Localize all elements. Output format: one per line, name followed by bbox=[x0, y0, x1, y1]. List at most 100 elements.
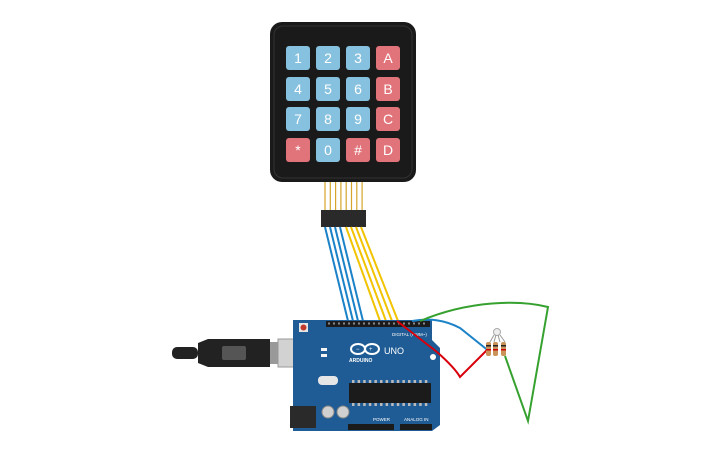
usb-plug-collar bbox=[270, 342, 278, 364]
power-header[interactable] bbox=[348, 424, 394, 430]
model-label: UNO bbox=[384, 346, 404, 356]
rgb-led[interactable] bbox=[493, 328, 501, 336]
keypad-key-face bbox=[376, 77, 400, 101]
chip-pin bbox=[419, 380, 422, 383]
chip-pin bbox=[363, 380, 366, 383]
wire-red[interactable] bbox=[396, 320, 491, 379]
header-pin bbox=[338, 322, 340, 325]
keypad-wires[interactable] bbox=[324, 226, 399, 322]
keypad-key-label: 7 bbox=[294, 111, 302, 127]
keypad-key-face bbox=[316, 77, 340, 101]
keypad-key-face bbox=[316, 138, 340, 162]
keypad-key-face bbox=[286, 107, 310, 131]
keypad-key-8[interactable]: 8 bbox=[316, 107, 340, 131]
keypad-key-label: # bbox=[354, 142, 362, 158]
keypad-key-label: 6 bbox=[354, 81, 362, 97]
usb-cable[interactable] bbox=[172, 338, 313, 368]
led-leg bbox=[497, 334, 501, 343]
chip-pin bbox=[380, 403, 383, 406]
power-label: POWER bbox=[373, 417, 391, 422]
chip-pin bbox=[352, 380, 355, 383]
chip-pin bbox=[374, 380, 377, 383]
chip-pin bbox=[368, 380, 372, 383]
keypad-key-3[interactable]: 3 bbox=[346, 46, 370, 70]
led-leg bbox=[489, 334, 495, 343]
wire-blue-keypad[interactable] bbox=[334, 226, 359, 322]
power-jack[interactable] bbox=[290, 406, 316, 428]
chip-pin bbox=[424, 403, 428, 406]
header-pin bbox=[413, 322, 415, 325]
chip-pin bbox=[396, 403, 400, 406]
chip-pin bbox=[391, 403, 394, 406]
wire-blue-keypad[interactable] bbox=[324, 226, 349, 322]
crystal bbox=[318, 376, 338, 385]
keypad-key-4[interactable]: 4 bbox=[286, 77, 310, 101]
digital-pins bbox=[328, 322, 425, 325]
keypad-key-*[interactable]: * bbox=[286, 138, 310, 162]
header-pin bbox=[403, 322, 405, 325]
keypad-key-face bbox=[286, 138, 310, 162]
resistor[interactable] bbox=[486, 342, 491, 356]
keypad-key-label: * bbox=[295, 142, 301, 158]
svg-text:+: + bbox=[369, 347, 373, 353]
resistor[interactable] bbox=[493, 342, 498, 356]
wire-yellow-keypad[interactable] bbox=[355, 226, 393, 322]
mount-hole bbox=[430, 354, 436, 360]
header-pin bbox=[368, 322, 370, 325]
resistor[interactable] bbox=[501, 342, 506, 356]
analog-label: ANALOG IN bbox=[404, 417, 429, 422]
header-pin bbox=[393, 322, 395, 325]
keypad-key-face bbox=[376, 107, 400, 131]
header-pin bbox=[388, 322, 390, 325]
keypad-key-face bbox=[376, 46, 400, 70]
keypad-key-0[interactable]: 0 bbox=[316, 138, 340, 162]
chip-pin bbox=[368, 403, 372, 406]
keypad-key-A[interactable]: A bbox=[376, 46, 400, 70]
header-pin bbox=[353, 322, 355, 325]
chip-pin bbox=[357, 380, 361, 383]
reset-button[interactable] bbox=[300, 324, 307, 331]
keypad-key-6[interactable]: 6 bbox=[346, 77, 370, 101]
arduino-uno[interactable]: DIGITAL (PWM~) − + ARDUINO UNO POWER ANA… bbox=[290, 320, 440, 431]
digital-header-label: DIGITAL (PWM~) bbox=[392, 332, 427, 337]
keypad-key-9[interactable]: 9 bbox=[346, 107, 370, 131]
chip-pin bbox=[385, 403, 389, 406]
wire-blue-keypad[interactable] bbox=[339, 226, 364, 322]
wire-blue-keypad[interactable] bbox=[329, 226, 354, 322]
keypad-key-5[interactable]: 5 bbox=[316, 77, 340, 101]
keypad-key-2[interactable]: 2 bbox=[316, 46, 340, 70]
chip-pin bbox=[363, 403, 366, 406]
keypad-key-#[interactable]: # bbox=[346, 138, 370, 162]
wire-blue[interactable] bbox=[411, 318, 491, 353]
keypad-connector[interactable] bbox=[321, 182, 366, 227]
keypad-key-1[interactable]: 1 bbox=[286, 46, 310, 70]
wire-yellow-keypad[interactable] bbox=[350, 226, 387, 322]
keypad-key-face bbox=[316, 46, 340, 70]
keypad-key-face bbox=[286, 77, 310, 101]
svg-text:−: − bbox=[356, 347, 360, 353]
keypad-key-label: 0 bbox=[324, 142, 332, 158]
chip-pin bbox=[352, 403, 355, 406]
header-pin bbox=[333, 322, 335, 325]
analog-header[interactable] bbox=[400, 424, 432, 430]
chip-pin bbox=[374, 403, 377, 406]
header-pin bbox=[328, 322, 330, 325]
rgb-led-assembly[interactable] bbox=[486, 328, 506, 357]
wire-yellow-keypad[interactable] bbox=[360, 226, 399, 322]
chip-pin bbox=[391, 380, 394, 383]
keypad-key-label: B bbox=[383, 81, 392, 97]
chip-pin bbox=[402, 380, 405, 383]
keypad-key-C[interactable]: C bbox=[376, 107, 400, 131]
keypad-key-7[interactable]: 7 bbox=[286, 107, 310, 131]
chip-pin bbox=[419, 403, 422, 406]
chip-pin bbox=[402, 403, 405, 406]
wire-yellow-keypad[interactable] bbox=[345, 226, 381, 322]
keypad-key-face bbox=[376, 138, 400, 162]
keypad-key-D[interactable]: D bbox=[376, 138, 400, 162]
led-wires[interactable] bbox=[396, 301, 550, 425]
keypad-key-B[interactable]: B bbox=[376, 77, 400, 101]
header-pin bbox=[408, 322, 410, 325]
wire-green[interactable] bbox=[419, 301, 550, 425]
